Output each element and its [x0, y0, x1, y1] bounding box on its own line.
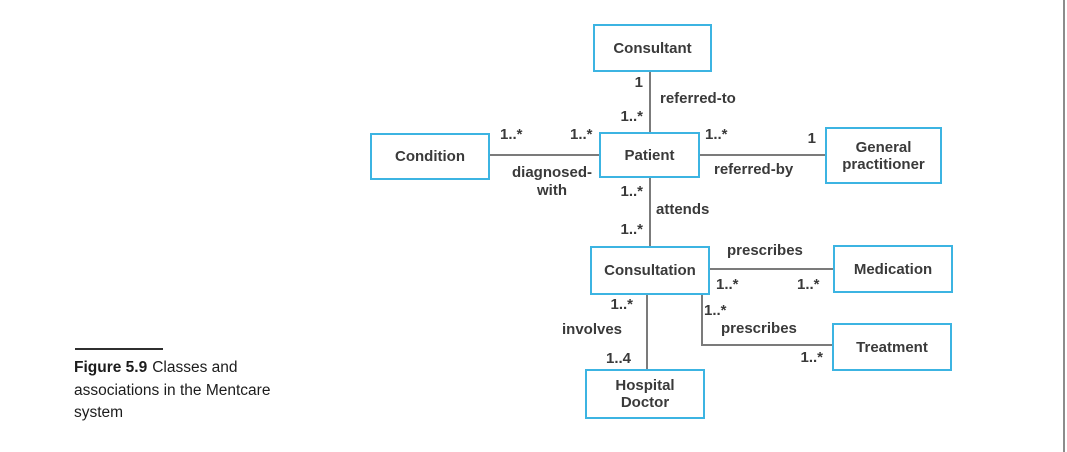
- class-label-general-practitioner: General practitioner: [842, 138, 925, 173]
- line-consultation-treatment-vertical: [701, 295, 703, 345]
- mult-consultation-prescribes-treatment: 1..*: [704, 302, 727, 319]
- mult-consultation-prescribes-medication: 1..*: [716, 276, 739, 293]
- mult-condition-diagnosed-with: 1..*: [500, 126, 523, 143]
- assoc-name-prescribes-treatment: prescribes: [721, 320, 797, 337]
- figure-caption-label: Figure 5.9: [74, 359, 148, 376]
- mult-patient-attends: 1..*: [620, 183, 643, 200]
- class-box-patient: Patient: [599, 132, 700, 178]
- assoc-name-attends: attends: [656, 201, 710, 218]
- class-box-general-practitioner: General practitioner: [825, 127, 942, 184]
- class-label-treatment: Treatment: [856, 338, 928, 356]
- class-box-hospital-doctor: Hospital Doctor: [585, 369, 705, 419]
- class-box-condition: Condition: [370, 133, 490, 180]
- mult-gp-referred-by: 1: [807, 130, 816, 147]
- class-box-medication: Medication: [833, 245, 953, 293]
- class-box-consultant: Consultant: [593, 24, 712, 72]
- line-patient-general-practitioner: [700, 154, 825, 156]
- line-patient-consultation: [649, 178, 651, 246]
- mult-consultation-attends: 1..*: [620, 221, 643, 238]
- assoc-name-referred-by: referred-by: [714, 161, 794, 178]
- line-consultation-hospital-doctor: [646, 295, 648, 369]
- line-consultation-medication: [710, 268, 833, 270]
- line-consultant-patient: [649, 72, 651, 132]
- line-condition-patient: [490, 154, 599, 156]
- assoc-name-involves: involves: [562, 321, 623, 338]
- class-label-condition: Condition: [395, 148, 465, 165]
- class-label-consultation: Consultation: [604, 262, 696, 279]
- class-box-consultation: Consultation: [590, 246, 710, 295]
- class-label-patient: Patient: [624, 146, 675, 164]
- class-box-treatment: Treatment: [832, 323, 952, 371]
- class-label-hospital-doctor: Hospital Doctor: [615, 377, 675, 411]
- assoc-name-prescribes-medication: prescribes: [727, 242, 803, 259]
- assoc-name-referred-to: referred-to: [660, 90, 736, 107]
- line-consultation-treatment-horizontal: [701, 344, 832, 346]
- class-label-consultant: Consultant: [613, 39, 692, 57]
- mult-consultant-referred-to: 1: [634, 74, 643, 91]
- figure-caption-text: Classes and associations in the Mentcare…: [74, 359, 271, 421]
- mult-consultation-involves: 1..*: [610, 296, 633, 313]
- class-label-medication: Medication: [853, 260, 933, 278]
- page-edge-line: [1063, 0, 1065, 452]
- mult-treatment-prescribes: 1..*: [800, 349, 823, 366]
- mult-hospital-doctor-involves: 1..4: [606, 350, 632, 367]
- assoc-name-diagnosed-with: diagnosed-with: [511, 164, 592, 199]
- mult-patient-referred-by: 1..*: [705, 126, 728, 143]
- mult-medication-prescribes: 1..*: [797, 276, 820, 293]
- caption-rule: [75, 348, 163, 350]
- mult-patient-diagnosed-with: 1..*: [570, 126, 593, 143]
- mult-patient-referred-to: 1..*: [620, 108, 643, 125]
